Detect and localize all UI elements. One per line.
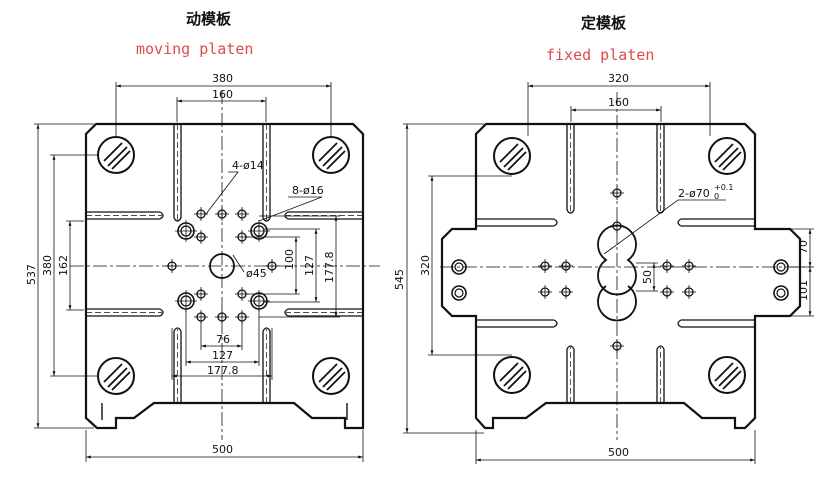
dim-177-8: 177.8 — [207, 364, 239, 377]
dim-545: 545 — [393, 269, 406, 290]
dim-160-fixed: 160 — [608, 96, 629, 109]
tie-bar-hole — [97, 357, 135, 395]
tolerance-lower: 0 — [714, 192, 719, 201]
dim-101: 101 — [797, 280, 810, 301]
dim-320-vertical: 320 — [419, 255, 432, 276]
dim-320: 320 — [608, 72, 629, 85]
dim-177-8-vertical: 177.8 — [323, 252, 336, 284]
note-4-holes-14: 4-ø14 — [232, 159, 264, 172]
note-8-holes-16: 8-ø16 — [292, 184, 324, 197]
dim-127-vertical: 127 — [303, 255, 316, 276]
dim-537: 537 — [25, 264, 38, 285]
dim-380-vertical: 380 — [41, 255, 54, 276]
tie-bar-hole — [493, 137, 531, 175]
dim-500: 500 — [212, 443, 233, 456]
fixed-platen-title-cn: 定模板 — [581, 14, 627, 32]
moving-platen-title-cn: 动模板 — [186, 10, 232, 28]
tie-bar-hole — [493, 356, 531, 394]
dim-162: 162 — [57, 255, 70, 276]
tie-bar-hole — [708, 137, 746, 175]
moving-platen-outline — [84, 122, 365, 430]
dim-127: 127 — [212, 349, 233, 362]
moving-platen-title-en: moving platen — [136, 40, 254, 58]
tie-bar-hole — [312, 136, 350, 174]
dim-76: 76 — [216, 333, 230, 346]
tolerance-upper: +0.1 — [714, 183, 733, 192]
dim-380: 380 — [212, 72, 233, 85]
fixed-platen-outline — [440, 122, 802, 430]
fixed-platen-title-en: fixed platen — [546, 46, 655, 64]
central-bore — [209, 253, 235, 279]
dim-70: 70 — [797, 240, 810, 254]
note-bore-45: ø45 — [246, 267, 267, 280]
tie-bar-hole — [708, 356, 746, 394]
dim-160: 160 — [212, 88, 233, 101]
dim-100: 100 — [283, 249, 296, 270]
dim-50: 50 — [641, 270, 654, 284]
tie-bar-hole — [97, 136, 135, 174]
fixed-platen: 320 160 2-ø70 +0.1 0 500 545 320 50 70 1… — [393, 72, 814, 464]
locating-ring-bores — [597, 224, 637, 296]
moving-platen: 380 160 4-ø14 8-ø16 ø45 76 127 177.8 500… — [25, 72, 380, 462]
tie-bar-hole — [312, 357, 350, 395]
note-2-bores-70: 2-ø70 — [678, 187, 710, 200]
dim-500-fixed: 500 — [608, 446, 629, 459]
